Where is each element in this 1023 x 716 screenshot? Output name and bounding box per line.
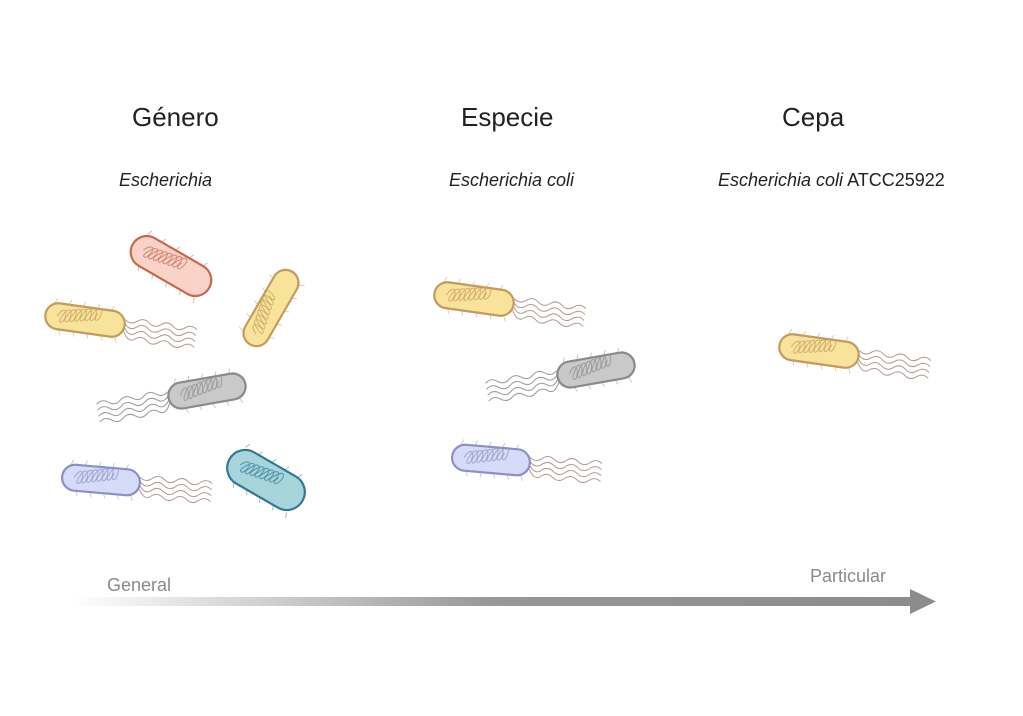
pilus xyxy=(460,439,465,445)
dna-coil xyxy=(463,447,509,465)
bacterium-blue xyxy=(450,439,603,484)
pilus xyxy=(628,377,632,383)
flagellum xyxy=(530,456,603,466)
dna-coil xyxy=(252,290,276,335)
flagellum xyxy=(139,485,212,498)
bacterium-red xyxy=(129,230,213,304)
flagellum xyxy=(512,306,585,322)
flagellum xyxy=(859,350,932,362)
dna-coil xyxy=(142,246,188,270)
pilus xyxy=(193,297,195,304)
flagellum xyxy=(529,461,602,472)
flagellum xyxy=(486,374,558,390)
pilus xyxy=(114,337,117,343)
flagellum xyxy=(98,399,170,417)
dna-coil xyxy=(445,286,492,302)
flagellum xyxy=(513,302,586,316)
flagellum xyxy=(96,391,168,405)
flagellum xyxy=(529,465,602,478)
flagellum xyxy=(857,362,929,379)
bacterium-gray xyxy=(96,368,247,423)
bacterium-yellow xyxy=(44,297,198,348)
pilus xyxy=(173,378,176,384)
dna-coil xyxy=(790,338,837,354)
pilus xyxy=(54,297,59,303)
cell-body xyxy=(129,234,213,298)
pilus xyxy=(239,326,244,332)
genus-name: Escherichia xyxy=(119,170,212,191)
pilus xyxy=(562,357,565,363)
heading-cepa: Cepa xyxy=(782,102,845,132)
pilus xyxy=(443,276,448,282)
flagellum xyxy=(139,481,212,492)
flagellum xyxy=(125,319,198,331)
pilus xyxy=(70,459,75,465)
flagellum xyxy=(858,354,931,368)
dna-coil xyxy=(179,374,223,401)
dna-coil xyxy=(56,307,103,323)
flagellum xyxy=(487,378,559,396)
flagellum xyxy=(140,476,213,486)
bacterium-teal xyxy=(226,443,306,518)
flagellum xyxy=(488,382,560,402)
pilus xyxy=(147,230,153,235)
arrow-head xyxy=(910,589,936,614)
flagellum xyxy=(528,469,601,484)
pilus xyxy=(520,475,523,481)
dna-coil xyxy=(239,461,284,485)
flagellum xyxy=(514,298,587,310)
pilus xyxy=(503,316,506,322)
pilus xyxy=(130,495,133,501)
pilus xyxy=(848,368,851,374)
strain-code: ATCC25922 xyxy=(843,170,945,190)
flagellum xyxy=(485,370,557,384)
flagellum xyxy=(124,323,197,337)
bacterium-yellow xyxy=(239,268,305,348)
strain-name: Escherichia coli ATCC25922 xyxy=(718,170,945,191)
genus-italic: Escherichia xyxy=(119,170,213,190)
particular-label: Particular xyxy=(810,566,887,586)
bacterium-yellow xyxy=(433,276,587,327)
strain-italic: Escherichia coli xyxy=(718,170,844,190)
general-label: General xyxy=(107,575,172,595)
flagellum xyxy=(97,395,169,411)
pilus xyxy=(788,328,793,334)
dna-coil xyxy=(73,467,119,485)
bacterium-yellow xyxy=(778,328,932,379)
flagellum xyxy=(123,327,196,343)
arrow-shaft xyxy=(72,597,914,606)
flagellum xyxy=(138,489,211,504)
pilus xyxy=(245,443,251,448)
bacterium-gray xyxy=(485,347,636,402)
pilus xyxy=(299,284,305,287)
dna-coil xyxy=(568,353,612,380)
pilus xyxy=(239,398,243,404)
bacterium-blue xyxy=(60,459,213,504)
species-italic: Escherichia coli xyxy=(449,170,575,190)
pilus xyxy=(285,512,287,518)
flagellum xyxy=(857,358,930,374)
flagellum xyxy=(99,403,171,423)
flagellum xyxy=(123,331,195,348)
species-name: Escherichia coli xyxy=(449,170,574,191)
flagellum xyxy=(512,310,584,327)
heading-especie: Especie xyxy=(461,102,554,132)
heading-genero: Género xyxy=(132,102,219,132)
